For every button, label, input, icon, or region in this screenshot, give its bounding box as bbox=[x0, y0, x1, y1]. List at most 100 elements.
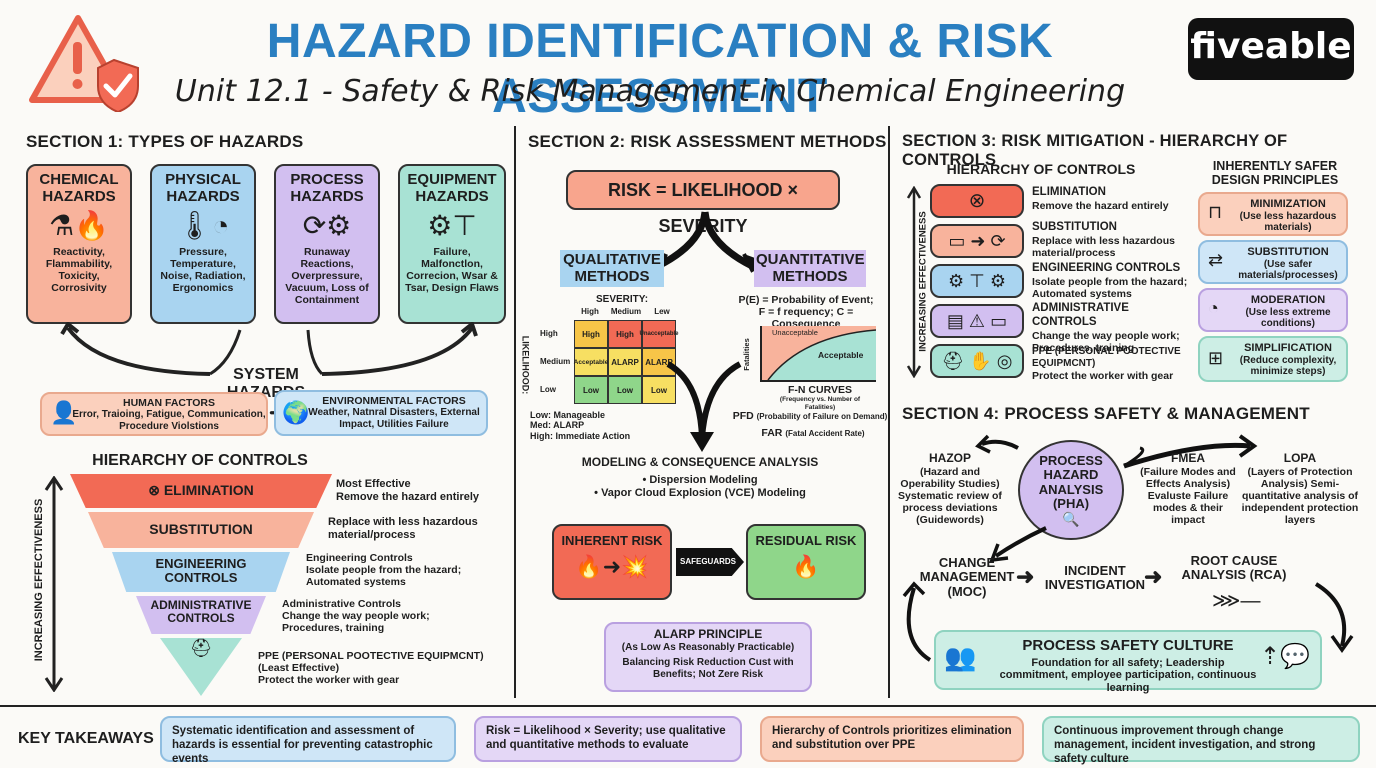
matrix-cell: ALARP bbox=[608, 348, 642, 376]
matrix-cell: Low bbox=[608, 376, 642, 404]
system-hazards-arrows bbox=[60, 322, 478, 376]
hierarchy-heading-left: HIERARCHY OF CONTROLS bbox=[92, 452, 308, 469]
fiveable-logo: fiveable bbox=[1188, 18, 1354, 80]
reactor-icon: ⟳⚙ bbox=[302, 210, 352, 241]
column-divider-1 bbox=[514, 126, 516, 698]
isd-substitution: ⇄ SUBSTITUTION (Use safer materials/proc… bbox=[1198, 240, 1348, 284]
far-label: FAR (Fatal Accident Rate) bbox=[761, 427, 865, 439]
warning-shield-icon bbox=[26, 12, 142, 114]
residual-risk-box: RESIDUAL RISK 🔥 bbox=[746, 524, 866, 600]
modeling-items: • Dispersion Modeling• Vapor Cloud Explo… bbox=[594, 474, 806, 499]
pyramid-elimination: ⊗ ELIMINATION bbox=[70, 474, 332, 508]
physical-hazards-card: PHYSICAL HAZARDS 🌡◔ Pressure, Temperatur… bbox=[150, 164, 256, 324]
takeaways-heading: KEY TAKEAWAYS bbox=[18, 730, 154, 747]
team-cycle-icon: 👥 bbox=[944, 642, 977, 672]
environmental-factors-desc: Weather, Natnral Disasters, External Imp… bbox=[308, 407, 480, 430]
fn-unacceptable-label: Unacceptable bbox=[772, 328, 818, 337]
incident-label: INCIDENT INVESTIGATION bbox=[1044, 563, 1146, 593]
likelihood-label: LIKELIHOOD: bbox=[520, 335, 531, 395]
matrix-cell: Unacceptable bbox=[640, 320, 679, 348]
control-icon-ppe: ⛑ ✋ ◎ bbox=[930, 344, 1024, 378]
environmental-factors-title: ENVIRONMENTAL FACTORS bbox=[322, 395, 466, 407]
fn-curve-title: F-N CURVES (Frequency vs. Number of Fata… bbox=[779, 384, 861, 411]
gauge-icon: ◔ bbox=[1208, 298, 1219, 318]
inherent-risk-box: INHERENT RISK 🔥➜💥 bbox=[552, 524, 672, 600]
matrix-cell: Low bbox=[574, 376, 608, 404]
safety-culture-box: 👥 ⇡💬 PROCESS SAFETY CULTURE Foundation f… bbox=[934, 630, 1322, 694]
fishbone-icon: ⋙— bbox=[1212, 590, 1261, 612]
footer-divider bbox=[0, 705, 1376, 707]
card-title: EQUIPMENT HAZARDS bbox=[407, 171, 497, 205]
matrix-cell: Low bbox=[642, 376, 676, 404]
page-subtitle: Unit 12.1 - Safety & Risk Management in … bbox=[174, 74, 1126, 109]
effectiveness-label-right: INCREASING EFFECTIVENESS bbox=[917, 211, 929, 352]
process-hazards-card: PROCESS HAZARDS ⟳⚙ Runaway Reactions, Ov… bbox=[274, 164, 380, 324]
flask-fire-icon: ⚗🔥 bbox=[49, 210, 109, 241]
lopa-block: LOPA (Layers of Protection Analysis) Sem… bbox=[1241, 451, 1359, 527]
takeaway-4: Continuous improvement through change ma… bbox=[1042, 716, 1360, 765]
control-icon-substitution: ▭ ➜ ⟳ bbox=[930, 224, 1024, 258]
matrix-cell: Acceptable bbox=[574, 348, 608, 376]
human-factors-title: HUMAN FACTORS bbox=[123, 397, 215, 409]
chemical-hazards-card: CHEMICAL HAZARDS ⚗🔥 Reactivity, Flammabi… bbox=[26, 164, 132, 324]
growth-chat-icon: ⇡💬 bbox=[1260, 643, 1310, 670]
small-fire-icon: 🔥 bbox=[792, 554, 820, 580]
takeaway-2: Risk = Likelihood × Severity; use qualit… bbox=[474, 716, 742, 762]
severity-label: SEVERITY: bbox=[596, 294, 649, 305]
effectiveness-arrow-right bbox=[904, 185, 924, 379]
section2-heading: SECTION 2: RISK ASSESSMENT METHODS bbox=[528, 132, 887, 151]
section3-heading: SECTION 3: RISK MITIGATION - HIERARCHY O… bbox=[902, 132, 1288, 169]
magnifier-icon: 🔍 bbox=[1062, 511, 1080, 528]
human-factors-icon: 👤 bbox=[50, 400, 78, 425]
merge-arrow bbox=[666, 361, 742, 452]
hierarchy-title-right: HIERARCHY OF CONTROLS bbox=[946, 161, 1136, 177]
modeling-title: MODELING & CONSEQUENCE ANALYSIS bbox=[581, 455, 819, 469]
no-entry-icon: ⊗ bbox=[148, 482, 164, 498]
card-desc: Runaway Reactions, Overpressure, Vacuum,… bbox=[285, 246, 369, 307]
swap-icon: ⇄ bbox=[1208, 250, 1224, 270]
quantitative-label: QUANTITATIVE METHODS bbox=[754, 250, 866, 287]
ppe-icon: ⛑ bbox=[189, 638, 213, 658]
likelihood-rows: High Medium Low bbox=[540, 329, 571, 394]
pyramid-substitution: SUBSTITUTION bbox=[88, 512, 314, 548]
matrix-cell: High bbox=[574, 320, 608, 348]
quant-definitions: P(E) = Probability of Event;F = f requen… bbox=[738, 294, 874, 331]
human-factors-desc: Error, Traioing, Fatigue, Communication,… bbox=[72, 409, 266, 432]
safeguards-arrow: SAFEGUARDS bbox=[676, 548, 744, 576]
control-icon-engineering: ⚙ ⊤ ⚙ bbox=[930, 264, 1024, 298]
effectiveness-arrow bbox=[40, 475, 70, 693]
severity-cols: High Medium Lew bbox=[581, 307, 670, 316]
fire-explosion-icon: 🔥➜💥 bbox=[575, 554, 649, 580]
risk-formula-box: RISK = LIKELIHOOD × SEVERITY bbox=[566, 170, 840, 236]
effectiveness-label-left: INCREASING EFFECTIVENESS bbox=[33, 498, 45, 662]
pyramid-ppe: ⛑ bbox=[160, 638, 242, 696]
fn-acceptable-label: Acceptable bbox=[818, 350, 864, 360]
card-title: CHEMICAL HAZARDS bbox=[39, 171, 119, 205]
alarp-box: ALARP PRINCIPLE (As Low As Reasonably Pr… bbox=[604, 622, 812, 692]
control-icon-elimination: ⊗ bbox=[930, 184, 1024, 218]
equipment-hazards-card: EQUIPMENT HAZARDS ⚙⊤ Failure, Malfonctlo… bbox=[398, 164, 506, 324]
human-factors-box: 👤 HUMAN FACTORS Error, Traioing, Fatigue… bbox=[40, 392, 268, 436]
pyramid-note-5: PPE (PERSONAL POOTECTIVE EQUIPMCNT) (Lea… bbox=[258, 650, 484, 687]
isd-simplification: ⊞ SIMPLIFICATION (Reduce complexity, min… bbox=[1198, 336, 1348, 382]
pyramid-administrative: ADMINISTRATIVE CONTROLS bbox=[136, 596, 266, 634]
card-desc: Pressure, Temperature, Noise, Radiation,… bbox=[160, 246, 246, 295]
matrix-cell: High bbox=[608, 320, 642, 348]
pfd-label: PFD (Probability of Failure on Demand) bbox=[732, 410, 888, 422]
takeaway-1: Systematic identification and assessment… bbox=[160, 716, 456, 765]
isd-title: INHERENTLY SAFER DESIGN PRINCIPLES bbox=[1211, 159, 1339, 187]
column-divider-2 bbox=[888, 126, 890, 698]
takeaway-3: Hierarchy of Controls prioritizes elimin… bbox=[760, 716, 1024, 762]
pha-arrows bbox=[975, 434, 1258, 563]
arrow-incident-rca: ➜ bbox=[1144, 564, 1163, 589]
section1-heading: SECTION 1: TYPES OF HAZARDS bbox=[26, 132, 304, 151]
environmental-factors-box: 🌍 ENVIRONMENTAL FACTORS Weather, Natnral… bbox=[274, 390, 488, 436]
pha-circle: PROCESS HAZARD ANALYSIS (PHA) 🔍 bbox=[1018, 440, 1124, 540]
